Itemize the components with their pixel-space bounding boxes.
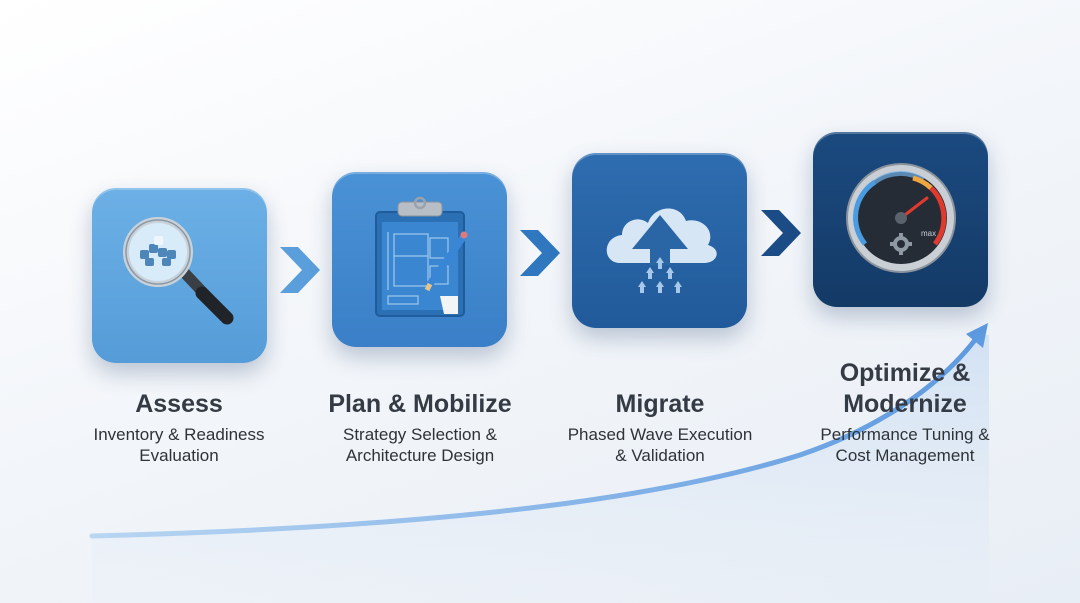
step-migrate-label: Migrate Phased Wave Execution & Validati… <box>540 389 780 466</box>
desc-line: Inventory & Readiness <box>93 425 265 444</box>
title-line: Modernize <box>843 390 967 418</box>
step-plan-label: Plan & Mobilize Strategy Selection & Arc… <box>300 389 540 466</box>
step-description: Phased Wave Execution & Validation <box>540 424 780 466</box>
step-assess-card[interactable] <box>92 188 267 363</box>
step-description: Performance Tuning & Cost Management <box>785 424 1025 466</box>
step-title: Migrate <box>615 390 705 418</box>
desc-line: & Validation <box>615 446 705 465</box>
growth-area <box>92 335 989 603</box>
step-optimize-label: Optimize & Modernize Performance Tuning … <box>785 358 1025 466</box>
cloud-upload-icon <box>606 208 717 293</box>
step-description: Inventory & Readiness Evaluation <box>59 424 299 466</box>
growth-line <box>89 337 978 539</box>
step-migrate-card[interactable] <box>572 153 747 328</box>
chevron-right-icon <box>761 210 801 256</box>
magnifier-icon <box>123 217 234 325</box>
gauge-max-label: max <box>921 229 936 238</box>
step-optimize-card[interactable]: max <box>813 132 988 307</box>
desc-line: Cost Management <box>835 446 975 465</box>
desc-line: Strategy Selection & <box>342 425 498 444</box>
step-title: Plan & Mobilize <box>328 390 512 418</box>
clipboard-blueprint-icon <box>375 196 468 317</box>
chevron-right-icon <box>280 247 320 293</box>
step-title: Assess <box>135 390 223 418</box>
step-plan-card[interactable] <box>332 172 507 347</box>
desc-line: Evaluation <box>139 446 219 465</box>
desc-line: Architecture Design <box>345 446 495 465</box>
title-line: Optimize & <box>839 359 971 387</box>
speedometer-gear-icon: max <box>846 163 956 273</box>
desc-line: Performance Tuning & <box>820 425 990 444</box>
step-description: Strategy Selection & Architecture Design <box>300 424 540 466</box>
trend-arrow-icon <box>966 323 988 348</box>
chevron-right-icon <box>520 230 560 276</box>
step-title: Optimize & Modernize <box>785 358 1025 420</box>
step-assess-label: Assess Inventory & Readiness Evaluation <box>59 389 299 466</box>
desc-line: Phased Wave Execution <box>567 425 753 444</box>
